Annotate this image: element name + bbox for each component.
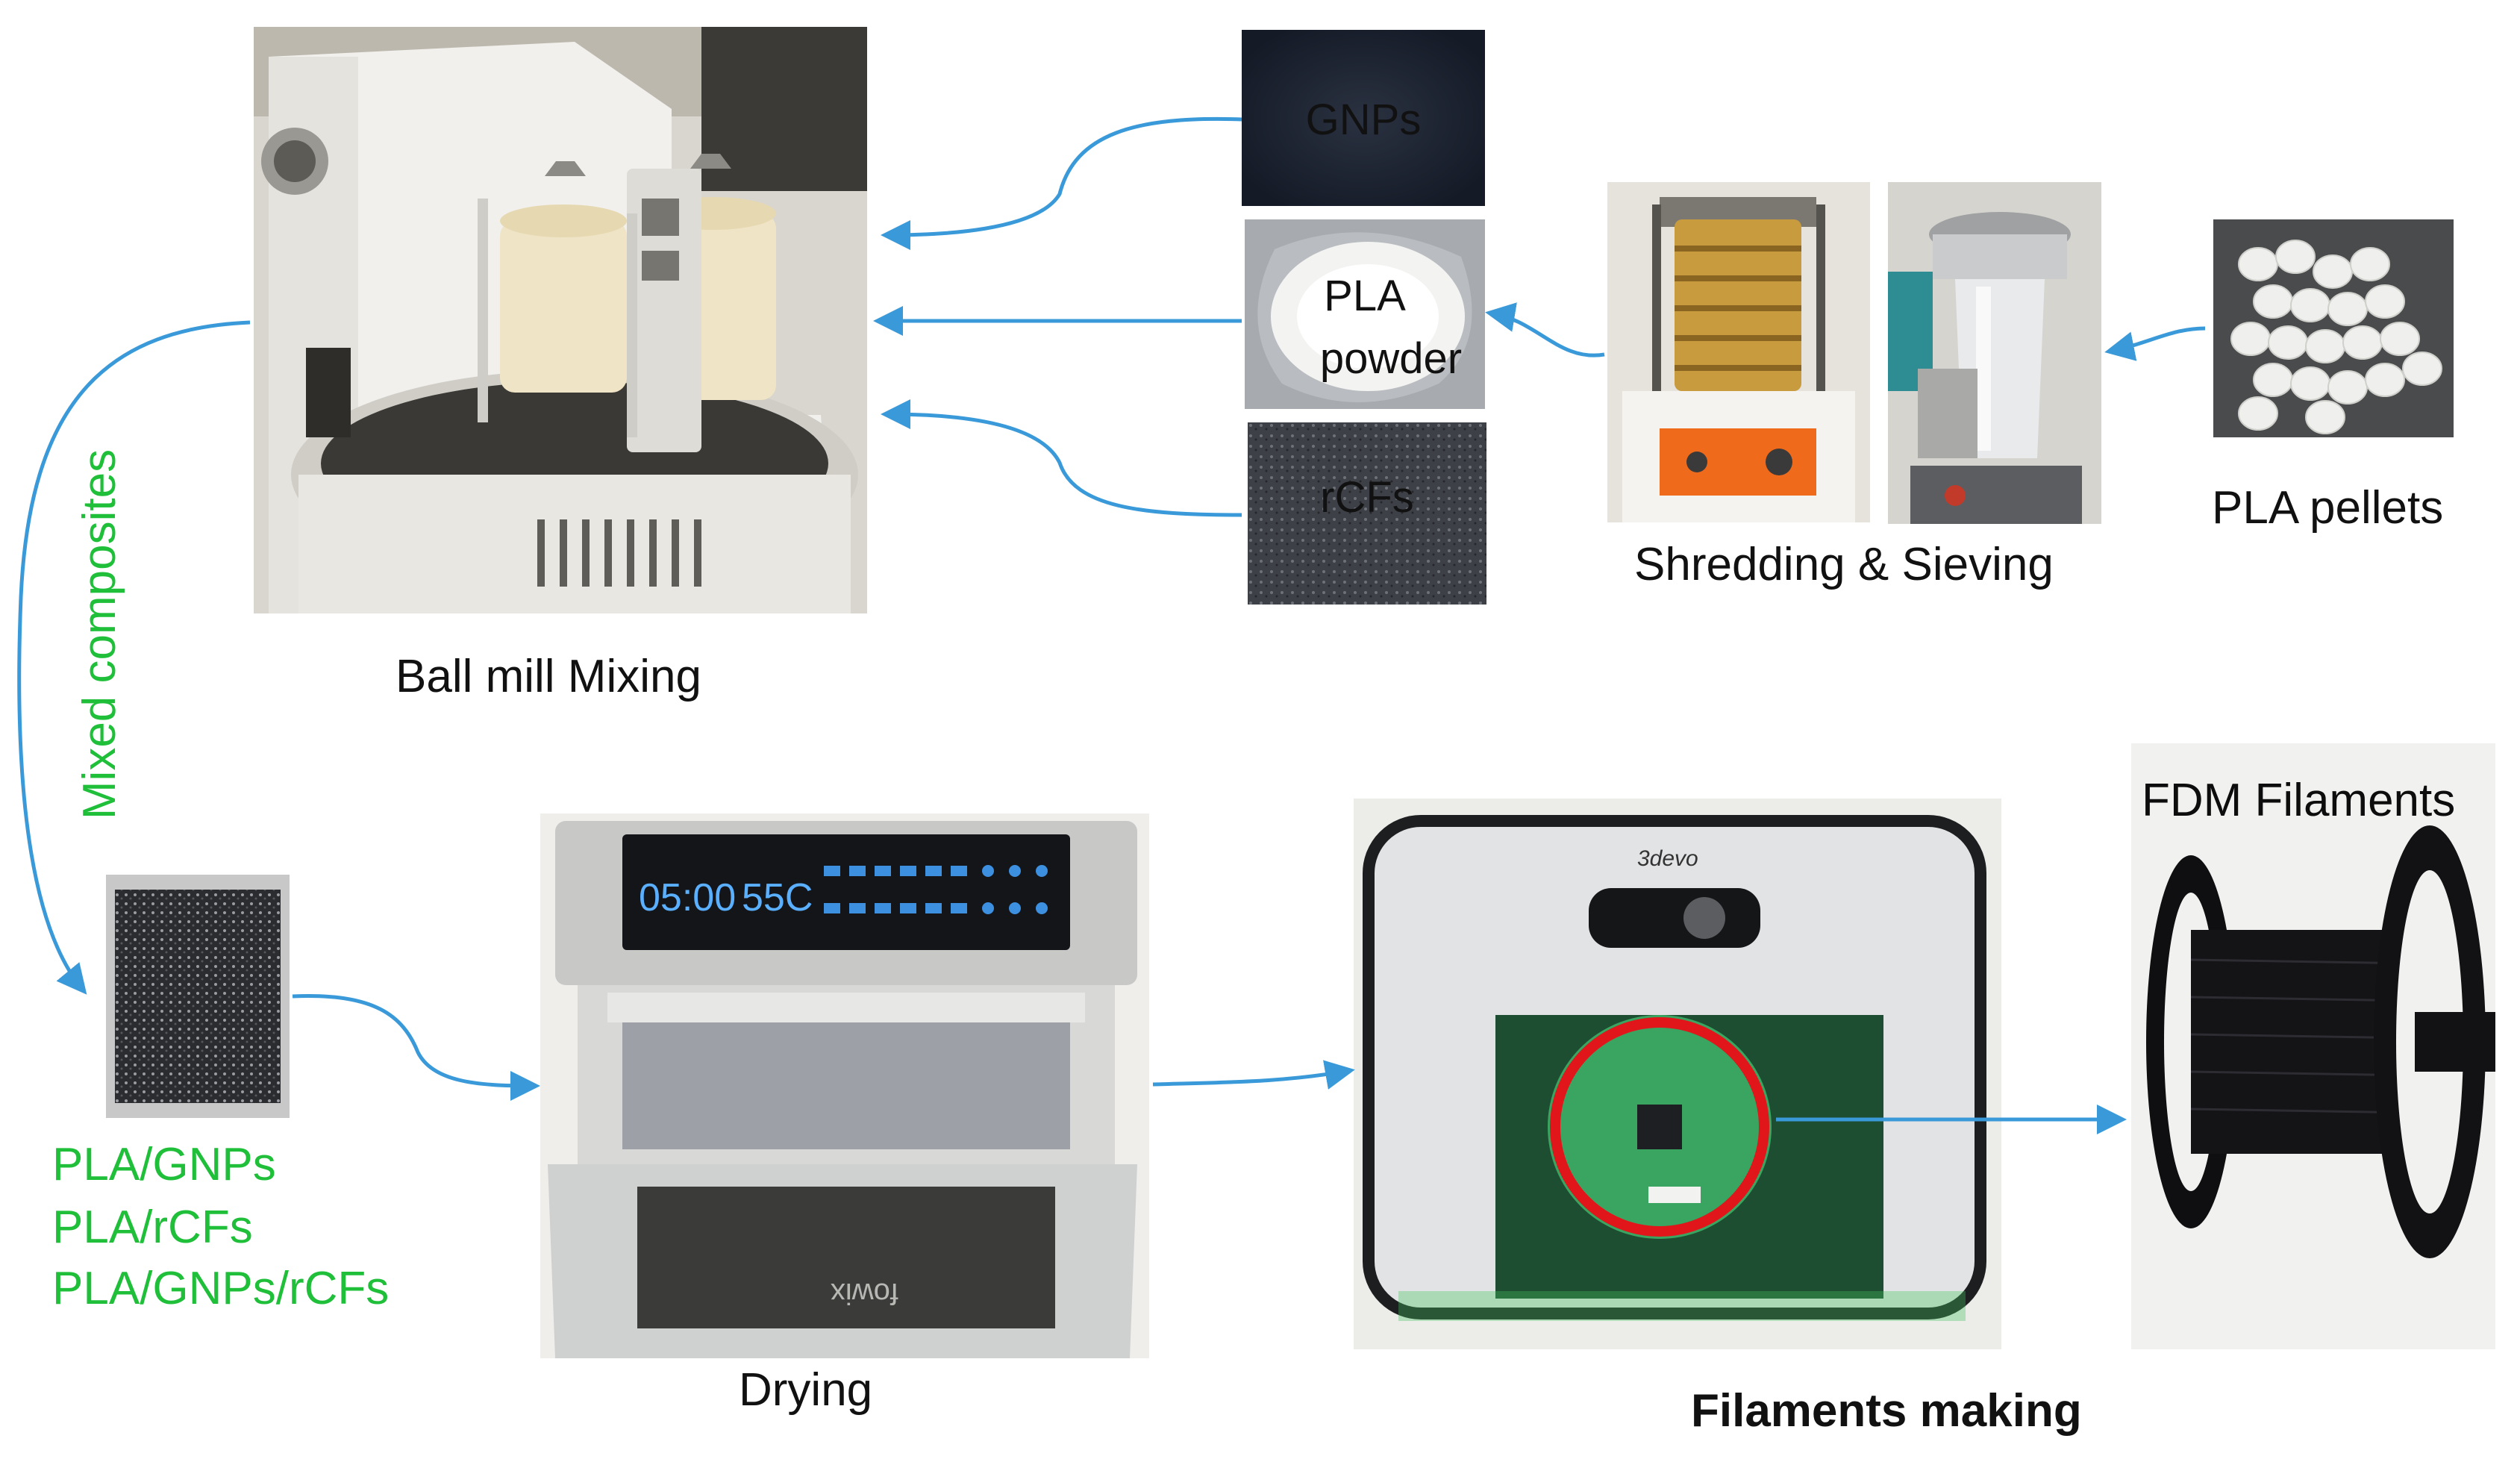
oven-time-readout: 05:00 [639, 876, 736, 919]
shredding-sieving-label: Shredding & Sieving [1634, 539, 2054, 590]
arrow-mill-to-composite [17, 320, 251, 995]
mixed-composites-label: Mixed composites [74, 449, 125, 820]
mixed-composite-photo [106, 875, 290, 1118]
ball-mill-photo [254, 27, 867, 613]
arrow-composite-to-oven [292, 993, 540, 1101]
composite-pla-rcfs: PLA/rCFs [52, 1202, 253, 1253]
pla-powder-label-line2: powder [1319, 334, 1463, 383]
pla-pellets-photo [2213, 219, 2454, 437]
shredder-photo [1888, 182, 2101, 524]
pla-pellets-label: PLA pellets [2212, 482, 2444, 534]
filaments-making-label: Filaments making [1691, 1385, 2082, 1437]
fdm-filaments-label: FDM Filaments [2142, 775, 2456, 826]
pla-powder-label-line1: PLA [1324, 272, 1406, 320]
gnps-label: GNPs [1305, 96, 1422, 144]
drying-oven-photo: 05:00 55C fowix [540, 813, 1149, 1358]
composite-pla-gnps-rcfs: PLA/GNPs/rCFs [52, 1263, 390, 1314]
sieve-shaker-photo [1607, 182, 1870, 522]
arrow-gnps-to-mill [881, 116, 1242, 250]
oven-temp-readout: 55C [742, 876, 813, 919]
composite-pla-gnps: PLA/GNPs [52, 1139, 276, 1190]
arrow-oven-to-extruder [1152, 1060, 1355, 1090]
filament-spool-photo [2131, 743, 2495, 1349]
oven-brand-text: fowix [831, 1277, 898, 1310]
ball-mill-label: Ball mill Mixing [395, 651, 701, 702]
arrow-sieve-to-powder [1485, 302, 1605, 357]
gnps-powder-photo [1242, 30, 1485, 206]
rcfs-powder-photo [1248, 422, 1486, 605]
arrow-rcfs-to-mill [881, 399, 1242, 517]
extruder-brand-text: 3devo [1637, 846, 1698, 871]
rcfs-label: rCFs [1320, 473, 1414, 522]
drying-label: Drying [739, 1364, 873, 1416]
arrow-pellets-to-shredder [2104, 326, 2206, 361]
filament-extruder-photo: 3devo [1354, 799, 2001, 1349]
pla-powder-photo [1245, 219, 1485, 409]
